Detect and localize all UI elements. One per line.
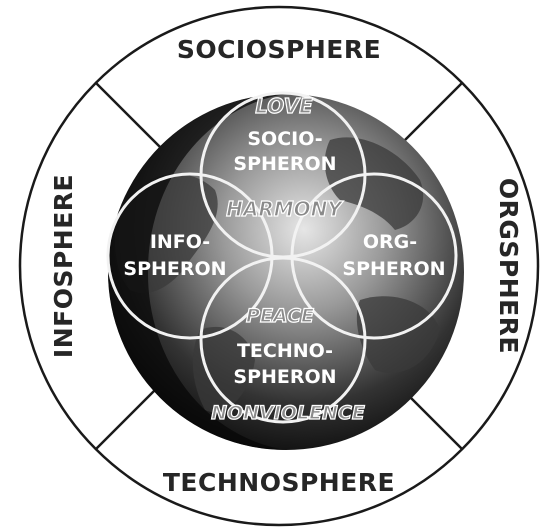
infosphere-label: INFOSPHERE [49,174,78,358]
info-spheron-label-line2: SPHERON [123,258,226,280]
socio-spheron-label-line1: SOCIO- [247,128,322,150]
peace-value-label: PEACE [246,305,314,327]
nonviolence-value-label: NONVIOLENCE [211,402,365,424]
love-value-label: LOVE [255,94,313,118]
techno-spheron-label-line1: TECHNO- [237,340,333,362]
org-spheron-label-line1: ORG- [363,231,417,253]
harmony-value-label: HARMONY [226,197,344,221]
org-spheron-label-line2: SPHERON [342,258,445,280]
techno-spheron-label-line2: SPHERON [233,366,336,388]
technosphere-label: TECHNOSPHERE [163,468,395,497]
orgsphere-label: ORGSPHERE [494,178,523,354]
socio-spheron-label-line2: SPHERON [233,153,336,175]
sociosphere-label: SOCIOSPHERE [177,35,381,64]
info-spheron-label-line1: INFO- [150,231,210,253]
